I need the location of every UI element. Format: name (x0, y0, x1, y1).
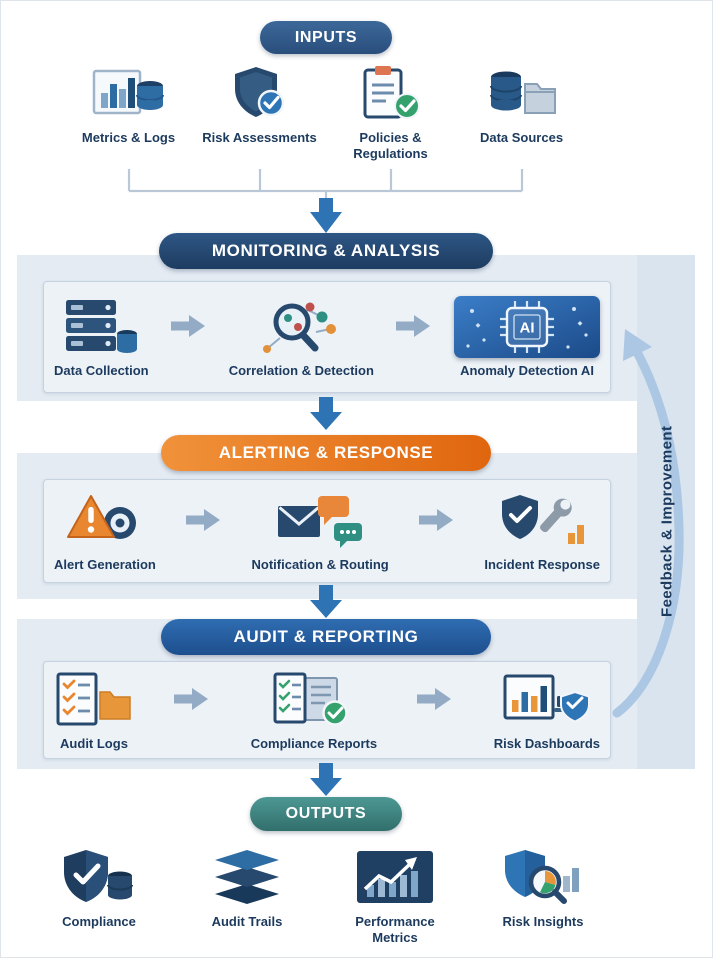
alerting-header: ALERTING & RESPONSE (161, 435, 491, 471)
flow-item-notification-routing: Notification & Routing (252, 490, 389, 572)
output-item-performance-metrics: Performance Metrics (321, 845, 469, 947)
output-item-audit-trails: Audit Trails (173, 845, 321, 947)
flow-item-label: Alert Generation (54, 557, 156, 572)
output-item-compliance: Compliance (25, 845, 173, 947)
feedback-label: Feedback & Improvement (658, 425, 676, 617)
flow-item-compliance-reports: Compliance Reports (251, 669, 377, 751)
report-check-icon (271, 669, 357, 731)
envelope-chat-icon (276, 490, 364, 552)
down-arrow-icon (310, 585, 342, 618)
checklist-folder-icon (54, 669, 134, 731)
alerting-box: Alert Generation Notification & Routing (43, 479, 611, 583)
risk-shield-check-icon (231, 61, 289, 125)
monitoring-box: Data Collection Correlation & Detection (43, 281, 611, 393)
flow-item-label: Risk Dashboards (493, 736, 600, 751)
output-item-label: Risk Insights (502, 914, 584, 929)
flow-right-arrow-icon (185, 509, 220, 531)
input-item-policies: Policies & Regulations (325, 61, 456, 163)
inputs-header: INPUTS (260, 21, 392, 54)
flow-right-arrow-icon (174, 688, 209, 710)
output-item-risk-insights: Risk Insights (469, 845, 617, 947)
flow-item-correlation-detection: Correlation & Detection (229, 296, 374, 378)
flow-right-arrow-icon (395, 315, 430, 337)
flow-right-arrow-icon (170, 315, 205, 337)
magnifier-network-icon (258, 296, 344, 358)
inputs-connector (127, 169, 524, 233)
audit-header: AUDIT & REPORTING (161, 619, 491, 655)
dashboard-shield-icon (503, 669, 591, 731)
flow-item-label: Audit Logs (60, 736, 128, 751)
metrics-logs-icon (92, 61, 166, 125)
ai-chip-icon: AI (454, 296, 600, 358)
flow-item-label: Anomaly Detection AI (460, 363, 594, 378)
layers-icon (207, 845, 287, 909)
flow-item-label: Incident Response (484, 557, 600, 572)
outputs-header: OUTPUTS (250, 797, 402, 831)
shield-magnifier-icon (501, 845, 585, 909)
input-item-risk-assessments: Risk Assessments (194, 61, 325, 163)
server-stack-icon (62, 296, 140, 358)
database-folder-icon (485, 61, 559, 125)
input-item-metrics-logs: Metrics & Logs (63, 61, 194, 163)
inputs-row: Metrics & Logs Risk Assessments (63, 61, 587, 163)
input-item-label: Metrics & Logs (81, 130, 176, 145)
input-item-label: Risk Assessments (202, 130, 317, 145)
output-item-label: Performance Metrics (355, 914, 435, 946)
flow-item-alert-generation: Alert Generation (54, 490, 156, 572)
warning-triangle-icon (66, 490, 144, 552)
flow-item-data-collection: Data Collection (54, 296, 149, 378)
flow-item-audit-logs: Audit Logs (54, 669, 134, 751)
svg-text:AI: AI (520, 320, 535, 337)
output-item-label: Compliance (62, 914, 136, 929)
input-item-label: Policies & Regulations (353, 130, 428, 162)
output-item-label: Audit Trails (211, 914, 283, 929)
feedback-loop-arrow-icon (612, 329, 684, 718)
shield-wrench-icon (498, 490, 586, 552)
monitoring-header: MONITORING & ANALYSIS (159, 233, 493, 269)
policies-clipboard-icon (360, 61, 422, 125)
audit-box: Audit Logs Compli (43, 661, 611, 759)
shield-database-icon (60, 845, 138, 909)
flow-item-label: Compliance Reports (250, 736, 378, 751)
flow-item-anomaly-ai: AI Anomaly Detection AI (454, 296, 600, 378)
down-arrow-icon (310, 397, 342, 430)
flow-right-arrow-icon (417, 688, 452, 710)
flow-item-label: Data Collection (54, 363, 149, 378)
flow-item-risk-dashboards: Risk Dashboards (494, 669, 600, 751)
input-item-data-sources: Data Sources (456, 61, 587, 163)
flow-item-incident-response: Incident Response (484, 490, 600, 572)
flow-right-arrow-icon (418, 509, 453, 531)
outputs-row: Compliance Audit Trails (25, 845, 617, 947)
trend-chart-icon (355, 845, 435, 909)
input-item-label: Data Sources (479, 130, 564, 145)
flow-item-label: Notification & Routing (251, 557, 389, 572)
down-arrow-icon (310, 763, 342, 796)
flow-item-label: Correlation & Detection (228, 363, 374, 378)
